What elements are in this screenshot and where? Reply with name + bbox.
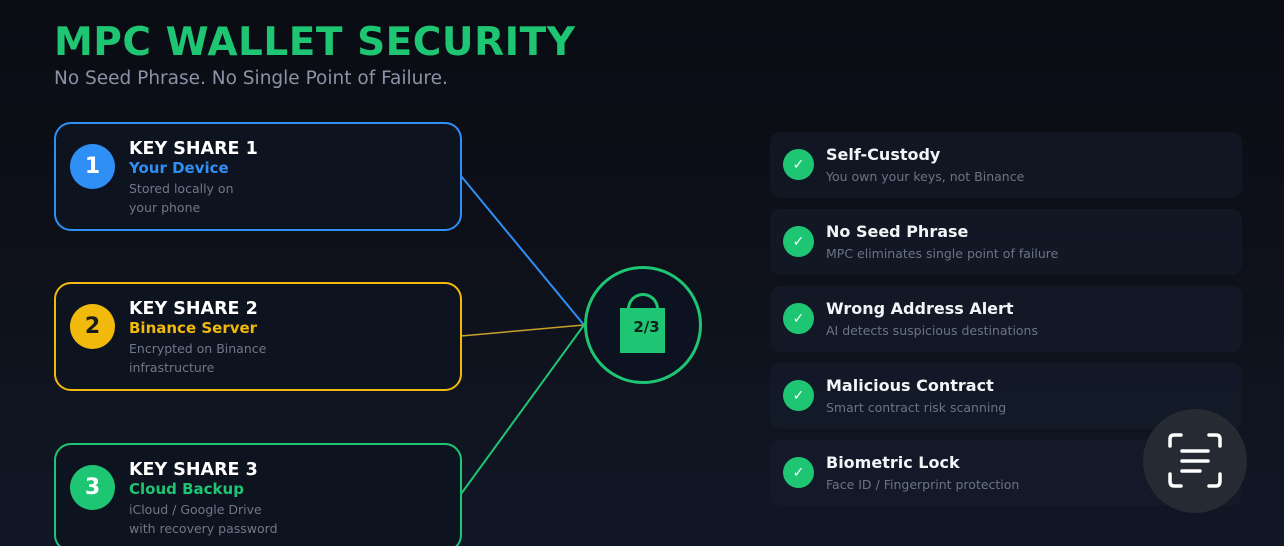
share-title: KEY SHARE 3 xyxy=(129,460,258,480)
scan-text-icon xyxy=(1168,433,1222,488)
share-location: Cloud Backup xyxy=(129,480,244,498)
check-icon: ✓ xyxy=(783,380,814,411)
feature-description: AI detects suspicious destinations xyxy=(826,323,1038,338)
share-location: Binance Server xyxy=(129,319,258,337)
share-description: iCloud / Google Drive with recovery pass… xyxy=(129,501,329,538)
check-icon: ✓ xyxy=(783,226,814,257)
share-description-line: iCloud / Google Drive xyxy=(129,502,262,517)
share-description: Stored locally on your phone xyxy=(129,180,329,217)
key-share-card-1: 1 KEY SHARE 1 Your Device Stored locally… xyxy=(54,122,462,231)
feature-title: Wrong Address Alert xyxy=(826,299,1014,318)
share-description-line: infrastructure xyxy=(129,359,215,375)
scan-text-button[interactable] xyxy=(1143,409,1247,513)
page-title: MPC WALLET SECURITY xyxy=(54,20,576,65)
page-subtitle: No Seed Phrase. No Single Point of Failu… xyxy=(54,68,448,89)
feature-title: No Seed Phrase xyxy=(826,222,969,241)
share-title: KEY SHARE 1 xyxy=(129,139,258,159)
feature-description: MPC eliminates single point of failure xyxy=(826,246,1059,261)
feature-description: Smart contract risk scanning xyxy=(826,400,1007,415)
lock-icon xyxy=(620,308,665,353)
share-description-line: Encrypted on Binance xyxy=(129,341,267,356)
share-description-line: your phone xyxy=(129,199,201,215)
feature-description: You own your keys, not Binance xyxy=(826,169,1025,184)
check-icon: ✓ xyxy=(783,149,814,180)
feature-card-malicious-contract: ✓ Malicious Contract Smart contract risk… xyxy=(770,363,1242,429)
share-number-badge: 2 xyxy=(70,304,115,349)
connector-line-share-3 xyxy=(460,324,585,495)
feature-title: Biometric Lock xyxy=(826,453,960,472)
share-description-line: Stored locally on xyxy=(129,181,234,196)
feature-title: Self-Custody xyxy=(826,145,941,164)
share-number-badge: 3 xyxy=(70,465,115,510)
feature-card-self-custody: ✓ Self-Custody You own your keys, not Bi… xyxy=(770,132,1242,198)
key-share-card-2: 2 KEY SHARE 2 Binance Server Encrypted o… xyxy=(54,282,462,391)
share-description-line: with recovery password xyxy=(129,520,278,536)
share-title: KEY SHARE 2 xyxy=(129,299,258,319)
connector-line-share-1 xyxy=(460,175,585,326)
check-icon: ✓ xyxy=(783,303,814,334)
share-location: Your Device xyxy=(129,159,229,177)
share-description: Encrypted on Binance infrastructure xyxy=(129,340,329,377)
feature-card-no-seed-phrase: ✓ No Seed Phrase MPC eliminates single p… xyxy=(770,209,1242,275)
feature-card-wrong-address-alert: ✓ Wrong Address Alert AI detects suspici… xyxy=(770,286,1242,352)
share-number-badge: 1 xyxy=(70,144,115,189)
feature-title: Malicious Contract xyxy=(826,376,994,395)
key-share-card-3: 3 KEY SHARE 3 Cloud Backup iCloud / Goog… xyxy=(54,443,462,546)
feature-description: Face ID / Fingerprint protection xyxy=(826,477,1020,492)
check-icon: ✓ xyxy=(783,457,814,488)
threshold-label: 2/3 xyxy=(633,318,660,336)
connector-line-share-2 xyxy=(460,324,585,337)
